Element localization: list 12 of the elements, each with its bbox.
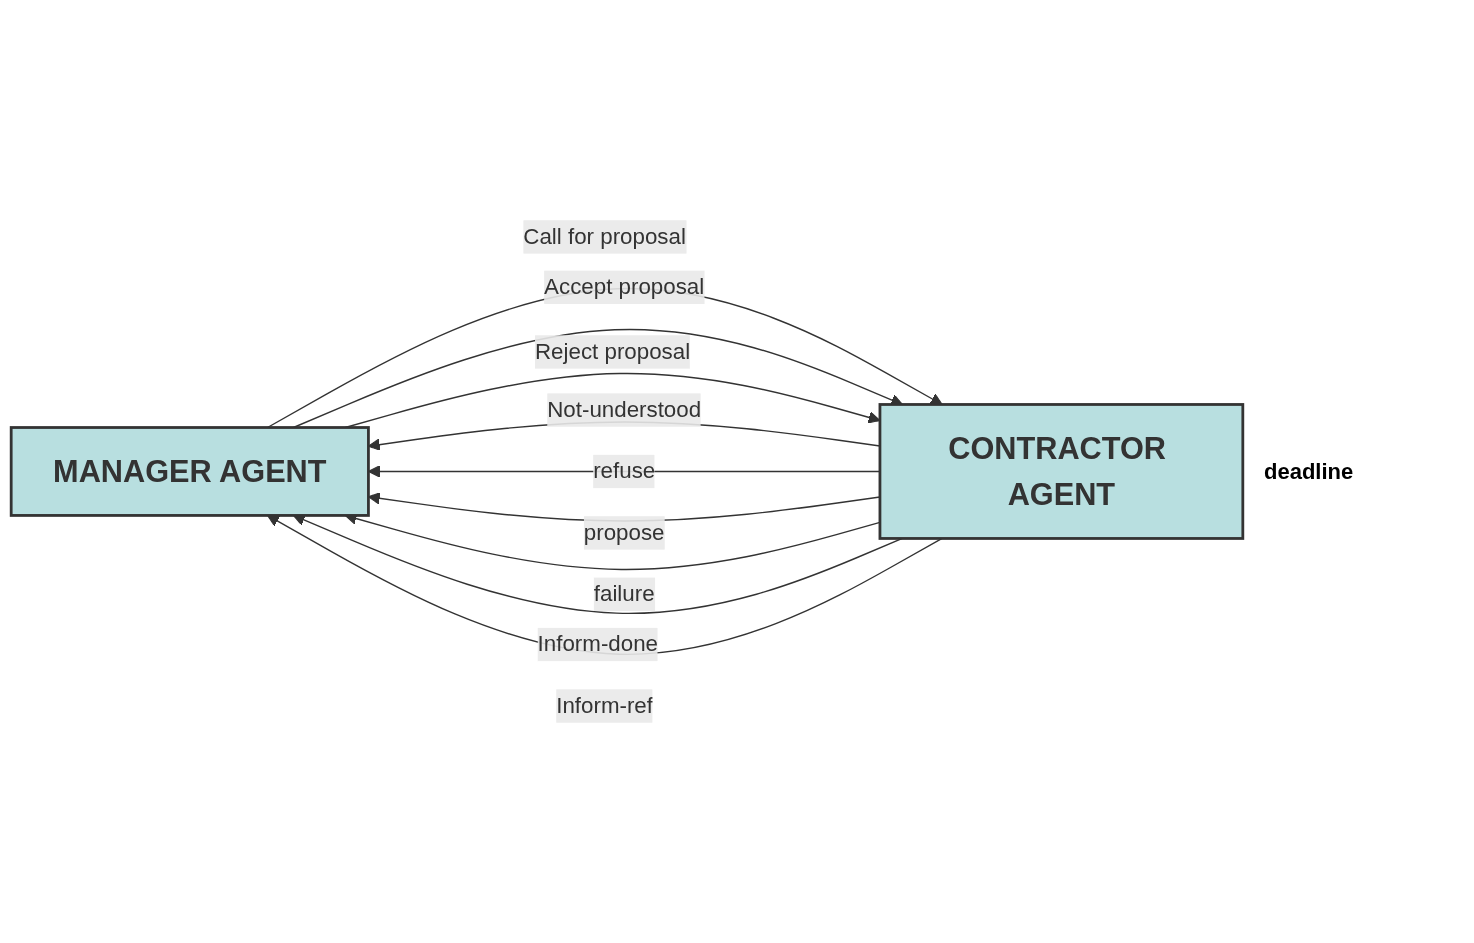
edge-label: Accept proposal [544,274,705,299]
node-box: CONTRACTOR AGENT [878,403,1245,540]
edge-label: Reject proposal [534,339,691,364]
edge-label: propose [583,520,665,545]
note-label: deadline [1264,458,1355,485]
edge-label: Inform-done [537,631,658,656]
edge-label: refuse [593,458,656,483]
edge-label: Call for proposal [523,224,686,249]
node-box: MANAGER AGENT [9,426,370,517]
edge-label: Not-understood [547,397,702,422]
edge-label: Inform-ref [556,693,653,718]
edge-label: failure [593,581,655,606]
